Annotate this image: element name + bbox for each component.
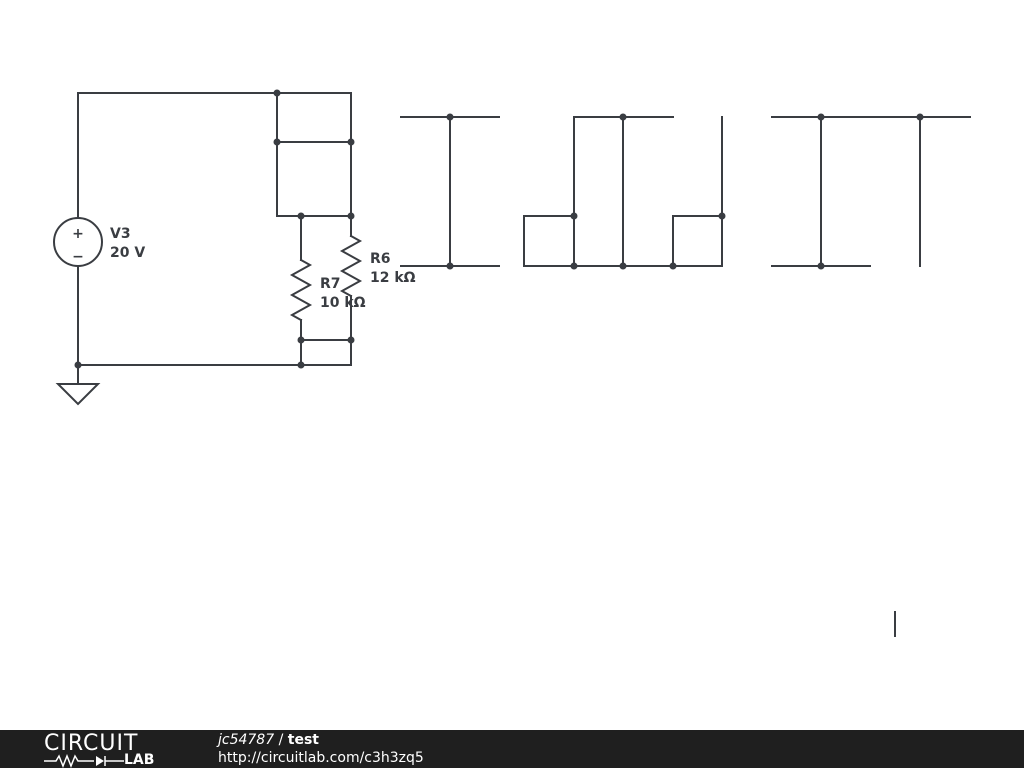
source-name: V3 xyxy=(110,226,131,242)
footer-bar: CIRCUIT LAB jc54787 / test http://circui… xyxy=(0,730,1024,768)
schematic-canvas[interactable]: + − V3 20 V R7 10 kΩ R6 12 kΩ xyxy=(0,0,1024,730)
resistor-r6-name: R6 xyxy=(370,251,391,267)
resistor-r7[interactable]: R7 10 kΩ xyxy=(289,258,366,322)
resistor-r6[interactable]: R6 12 kΩ xyxy=(339,234,416,298)
ground-icon xyxy=(55,364,101,406)
voltage-source-symbol xyxy=(53,217,103,267)
main-loop-wires xyxy=(77,92,352,366)
resistor-r6-symbol xyxy=(339,234,363,298)
circuit-byline: jc54787 / test xyxy=(218,731,319,749)
resistor-r7-name: R7 xyxy=(320,276,341,292)
resistor-diode-icon xyxy=(44,754,124,768)
wire-group-3[interactable] xyxy=(771,113,971,270)
plus-sign: + xyxy=(72,226,84,242)
minus-sign: − xyxy=(72,249,84,265)
wire-group-1[interactable] xyxy=(400,113,500,270)
circuit-title[interactable]: test xyxy=(287,732,319,748)
main-loop-nodes xyxy=(74,89,355,369)
voltage-source-v3[interactable]: + − V3 20 V xyxy=(53,217,145,267)
logo-text-top: CIRCUIT xyxy=(44,731,139,756)
wire-group-2[interactable] xyxy=(523,113,726,270)
circuit-url[interactable]: http://circuitlab.com/c3h3zq5 xyxy=(218,750,424,766)
circuitlab-logo[interactable]: CIRCUIT LAB xyxy=(44,731,179,768)
author-link[interactable]: jc54787 xyxy=(218,732,275,748)
source-value: 20 V xyxy=(110,245,145,261)
resistor-r7-symbol xyxy=(289,258,313,322)
byline-separator: / xyxy=(274,732,288,748)
circuit-schematic: + − V3 20 V R7 10 kΩ R6 12 kΩ xyxy=(53,89,971,637)
resistor-r6-value: 12 kΩ xyxy=(370,270,416,286)
logo-text-bottom: LAB xyxy=(124,752,155,768)
resistor-r7-value: 10 kΩ xyxy=(320,295,366,311)
